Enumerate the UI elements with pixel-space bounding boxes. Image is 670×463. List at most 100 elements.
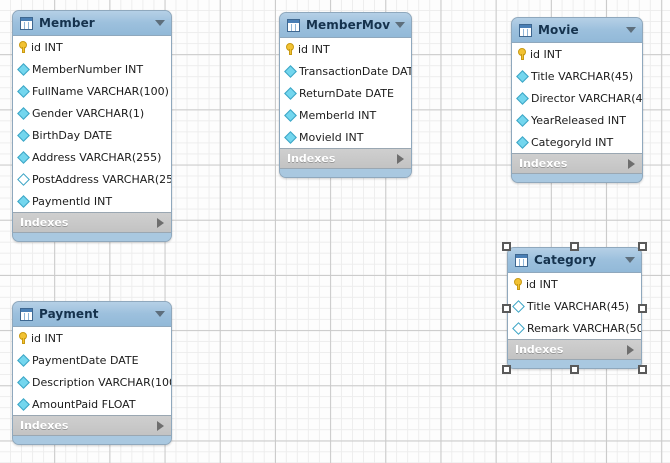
- table-name-label: Payment: [39, 307, 99, 321]
- indexes-label: Indexes: [519, 157, 568, 170]
- table-node-movie[interactable]: Movie id INT Title VARCHAR(45) Director VAR…: [511, 17, 643, 183]
- column-label: Description VARCHAR(100): [32, 375, 172, 389]
- column-row[interactable]: Description VARCHAR(100): [13, 371, 171, 393]
- column-row[interactable]: id INT: [13, 36, 171, 58]
- expand-right-icon[interactable]: [157, 420, 164, 431]
- column-row[interactable]: CategoryId INT: [512, 131, 642, 153]
- column-icon: [17, 397, 30, 411]
- column-label: FullName VARCHAR(100): [32, 84, 169, 98]
- expand-right-icon[interactable]: [628, 158, 635, 169]
- column-label: ReturnDate DATE: [299, 86, 394, 100]
- table-footer: [280, 169, 411, 177]
- column-icon: [284, 86, 297, 100]
- chevron-down-icon[interactable]: [155, 311, 165, 317]
- selection-handle[interactable]: [638, 303, 647, 313]
- column-label: Title VARCHAR(45): [531, 69, 634, 83]
- column-row[interactable]: Title VARCHAR(45): [508, 295, 641, 317]
- column-label: id INT: [298, 42, 330, 56]
- selection-handle[interactable]: [638, 365, 647, 374]
- column-label: MovieId INT: [299, 130, 364, 144]
- table-footer: [512, 174, 642, 182]
- column-row[interactable]: Director VARCHAR(45): [512, 87, 642, 109]
- column-row[interactable]: AmountPaid FLOAT: [13, 393, 171, 415]
- chevron-down-icon[interactable]: [395, 22, 405, 28]
- column-label: Title VARCHAR(45): [527, 299, 630, 313]
- column-label: TransactionDate DATE: [299, 64, 412, 78]
- column-row[interactable]: id INT: [280, 38, 411, 60]
- indexes-section-header[interactable]: Indexes: [13, 213, 171, 233]
- table-node-membermovie[interactable]: MemberMovie id INT TransactionDate DATE Ret…: [279, 12, 412, 178]
- expand-right-icon[interactable]: [157, 217, 164, 228]
- selection-handle[interactable]: [638, 242, 647, 251]
- column-row[interactable]: MemberId INT: [280, 104, 411, 126]
- table-title-bar[interactable]: Category: [508, 248, 641, 273]
- column-icon: [17, 128, 30, 142]
- column-row[interactable]: TransactionDate DATE: [280, 60, 411, 82]
- indexes-section-header[interactable]: Indexes: [512, 154, 642, 174]
- table-icon: [515, 253, 528, 267]
- column-row[interactable]: FullName VARCHAR(100): [13, 80, 171, 102]
- column-label: id INT: [526, 277, 558, 291]
- column-icon: [516, 113, 529, 127]
- table-title-bar[interactable]: Movie: [512, 18, 642, 43]
- table-title-bar[interactable]: Member: [13, 11, 171, 36]
- expand-right-icon[interactable]: [397, 153, 404, 164]
- selection-handle[interactable]: [502, 303, 511, 313]
- column-row[interactable]: id INT: [13, 327, 171, 349]
- column-row[interactable]: MemberNumber INT: [13, 58, 171, 80]
- column-row[interactable]: id INT: [508, 273, 641, 295]
- nullable-column-icon: [512, 321, 525, 335]
- indexes-section-header[interactable]: Indexes: [508, 340, 641, 360]
- table-node-category[interactable]: Category id INT Title VARCHAR(45) Remark VA…: [507, 247, 642, 369]
- column-label: AmountPaid FLOAT: [32, 397, 136, 411]
- column-label: id INT: [530, 47, 562, 61]
- column-label: id INT: [31, 331, 63, 345]
- column-row[interactable]: Remark VARCHAR(500): [508, 317, 641, 339]
- column-row[interactable]: PostAddress VARCHAR(255): [13, 168, 171, 190]
- primary-key-icon: [517, 48, 527, 60]
- column-row[interactable]: Gender VARCHAR(1): [13, 102, 171, 124]
- column-row[interactable]: PaymentId INT: [13, 190, 171, 212]
- column-label: YearReleased INT: [531, 113, 626, 127]
- chevron-down-icon[interactable]: [625, 257, 635, 263]
- chevron-down-icon[interactable]: [155, 20, 165, 26]
- table-name-label: Movie: [538, 23, 579, 37]
- column-row[interactable]: PaymentDate DATE: [13, 349, 171, 371]
- selection-handle[interactable]: [502, 365, 511, 374]
- table-footer: [13, 436, 171, 444]
- indexes-label: Indexes: [20, 419, 69, 432]
- column-row[interactable]: YearReleased INT: [512, 109, 642, 131]
- column-row[interactable]: Address VARCHAR(255): [13, 146, 171, 168]
- primary-key-icon: [513, 278, 523, 290]
- column-list: id INT PaymentDate DATE Description VARCHA…: [13, 327, 171, 416]
- table-icon: [287, 18, 300, 32]
- expand-right-icon[interactable]: [627, 344, 634, 355]
- column-list: id INT Title VARCHAR(45) Remark VARCHAR(50…: [508, 273, 641, 340]
- column-icon: [17, 353, 30, 367]
- primary-key-icon: [18, 332, 28, 344]
- table-icon: [20, 307, 33, 321]
- column-row[interactable]: ReturnDate DATE: [280, 82, 411, 104]
- column-row[interactable]: BirthDay DATE: [13, 124, 171, 146]
- column-label: Director VARCHAR(45): [531, 91, 643, 105]
- column-row[interactable]: Title VARCHAR(45): [512, 65, 642, 87]
- table-title-bar[interactable]: MemberMovie: [280, 13, 411, 38]
- column-label: CategoryId INT: [531, 135, 614, 149]
- column-label: Remark VARCHAR(500): [527, 321, 641, 335]
- primary-key-icon: [18, 41, 28, 53]
- chevron-down-icon[interactable]: [626, 27, 636, 33]
- selection-handle[interactable]: [570, 365, 579, 374]
- table-title-bar[interactable]: Payment: [13, 302, 171, 327]
- column-icon: [516, 135, 529, 149]
- column-row[interactable]: MovieId INT: [280, 126, 411, 148]
- indexes-section-header[interactable]: Indexes: [13, 416, 171, 436]
- indexes-section-header[interactable]: Indexes: [280, 149, 411, 169]
- indexes-label: Indexes: [287, 152, 336, 165]
- column-row[interactable]: id INT: [512, 43, 642, 65]
- selection-handle[interactable]: [570, 242, 579, 251]
- table-node-payment[interactable]: Payment id INT PaymentDate DATE Description…: [12, 301, 172, 445]
- selection-handle[interactable]: [502, 242, 511, 251]
